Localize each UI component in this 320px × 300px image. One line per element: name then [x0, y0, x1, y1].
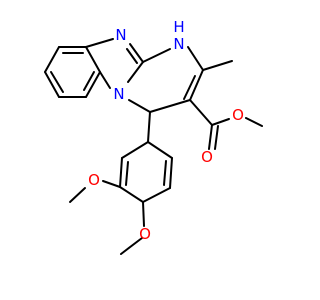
bond [44, 46, 60, 73]
bond-lines [44, 38, 263, 255]
bond [69, 187, 86, 203]
atom-label-n-imine: N [115, 26, 126, 44]
atom-label-o-methoxy-3: O [88, 171, 100, 189]
bond [202, 60, 233, 71]
bond [189, 99, 213, 126]
bond [120, 237, 143, 255]
bond [85, 46, 101, 73]
bond [147, 141, 173, 159]
bond [208, 124, 213, 150]
bond [121, 141, 149, 159]
bond [125, 161, 129, 186]
atom-label-o-methoxy-4: O [139, 225, 151, 243]
bond [126, 48, 138, 64]
bond [187, 46, 204, 71]
bond [147, 111, 151, 143]
bond [142, 48, 171, 63]
atom-label-o-ester: O [232, 106, 244, 124]
bond [189, 69, 204, 101]
atom-label-n-bridge: N [113, 85, 124, 103]
bond [128, 99, 151, 113]
bond [85, 38, 114, 48]
bond [129, 43, 144, 63]
atom-labels: N N N H O O O O [88, 18, 244, 243]
atom-label-nh: N [173, 35, 184, 53]
bond [99, 71, 111, 89]
atom-label-o-carbonyl: O [201, 148, 213, 166]
bond [50, 71, 64, 93]
bond [85, 71, 101, 98]
bond [149, 99, 191, 113]
bond [183, 75, 196, 100]
bond [211, 118, 230, 126]
bond [83, 71, 95, 91]
bond [127, 61, 144, 83]
bond [44, 71, 60, 98]
bond [102, 180, 121, 188]
bond [119, 157, 123, 188]
bond [142, 187, 171, 203]
molecule-structure-drawing: N N N H O O O O [44, 18, 263, 255]
bond [142, 201, 145, 227]
bond [214, 125, 219, 150]
bond [119, 186, 144, 203]
bond [163, 160, 167, 186]
bond [169, 157, 173, 189]
bond [245, 117, 263, 127]
atom-label-h: H [173, 18, 184, 36]
